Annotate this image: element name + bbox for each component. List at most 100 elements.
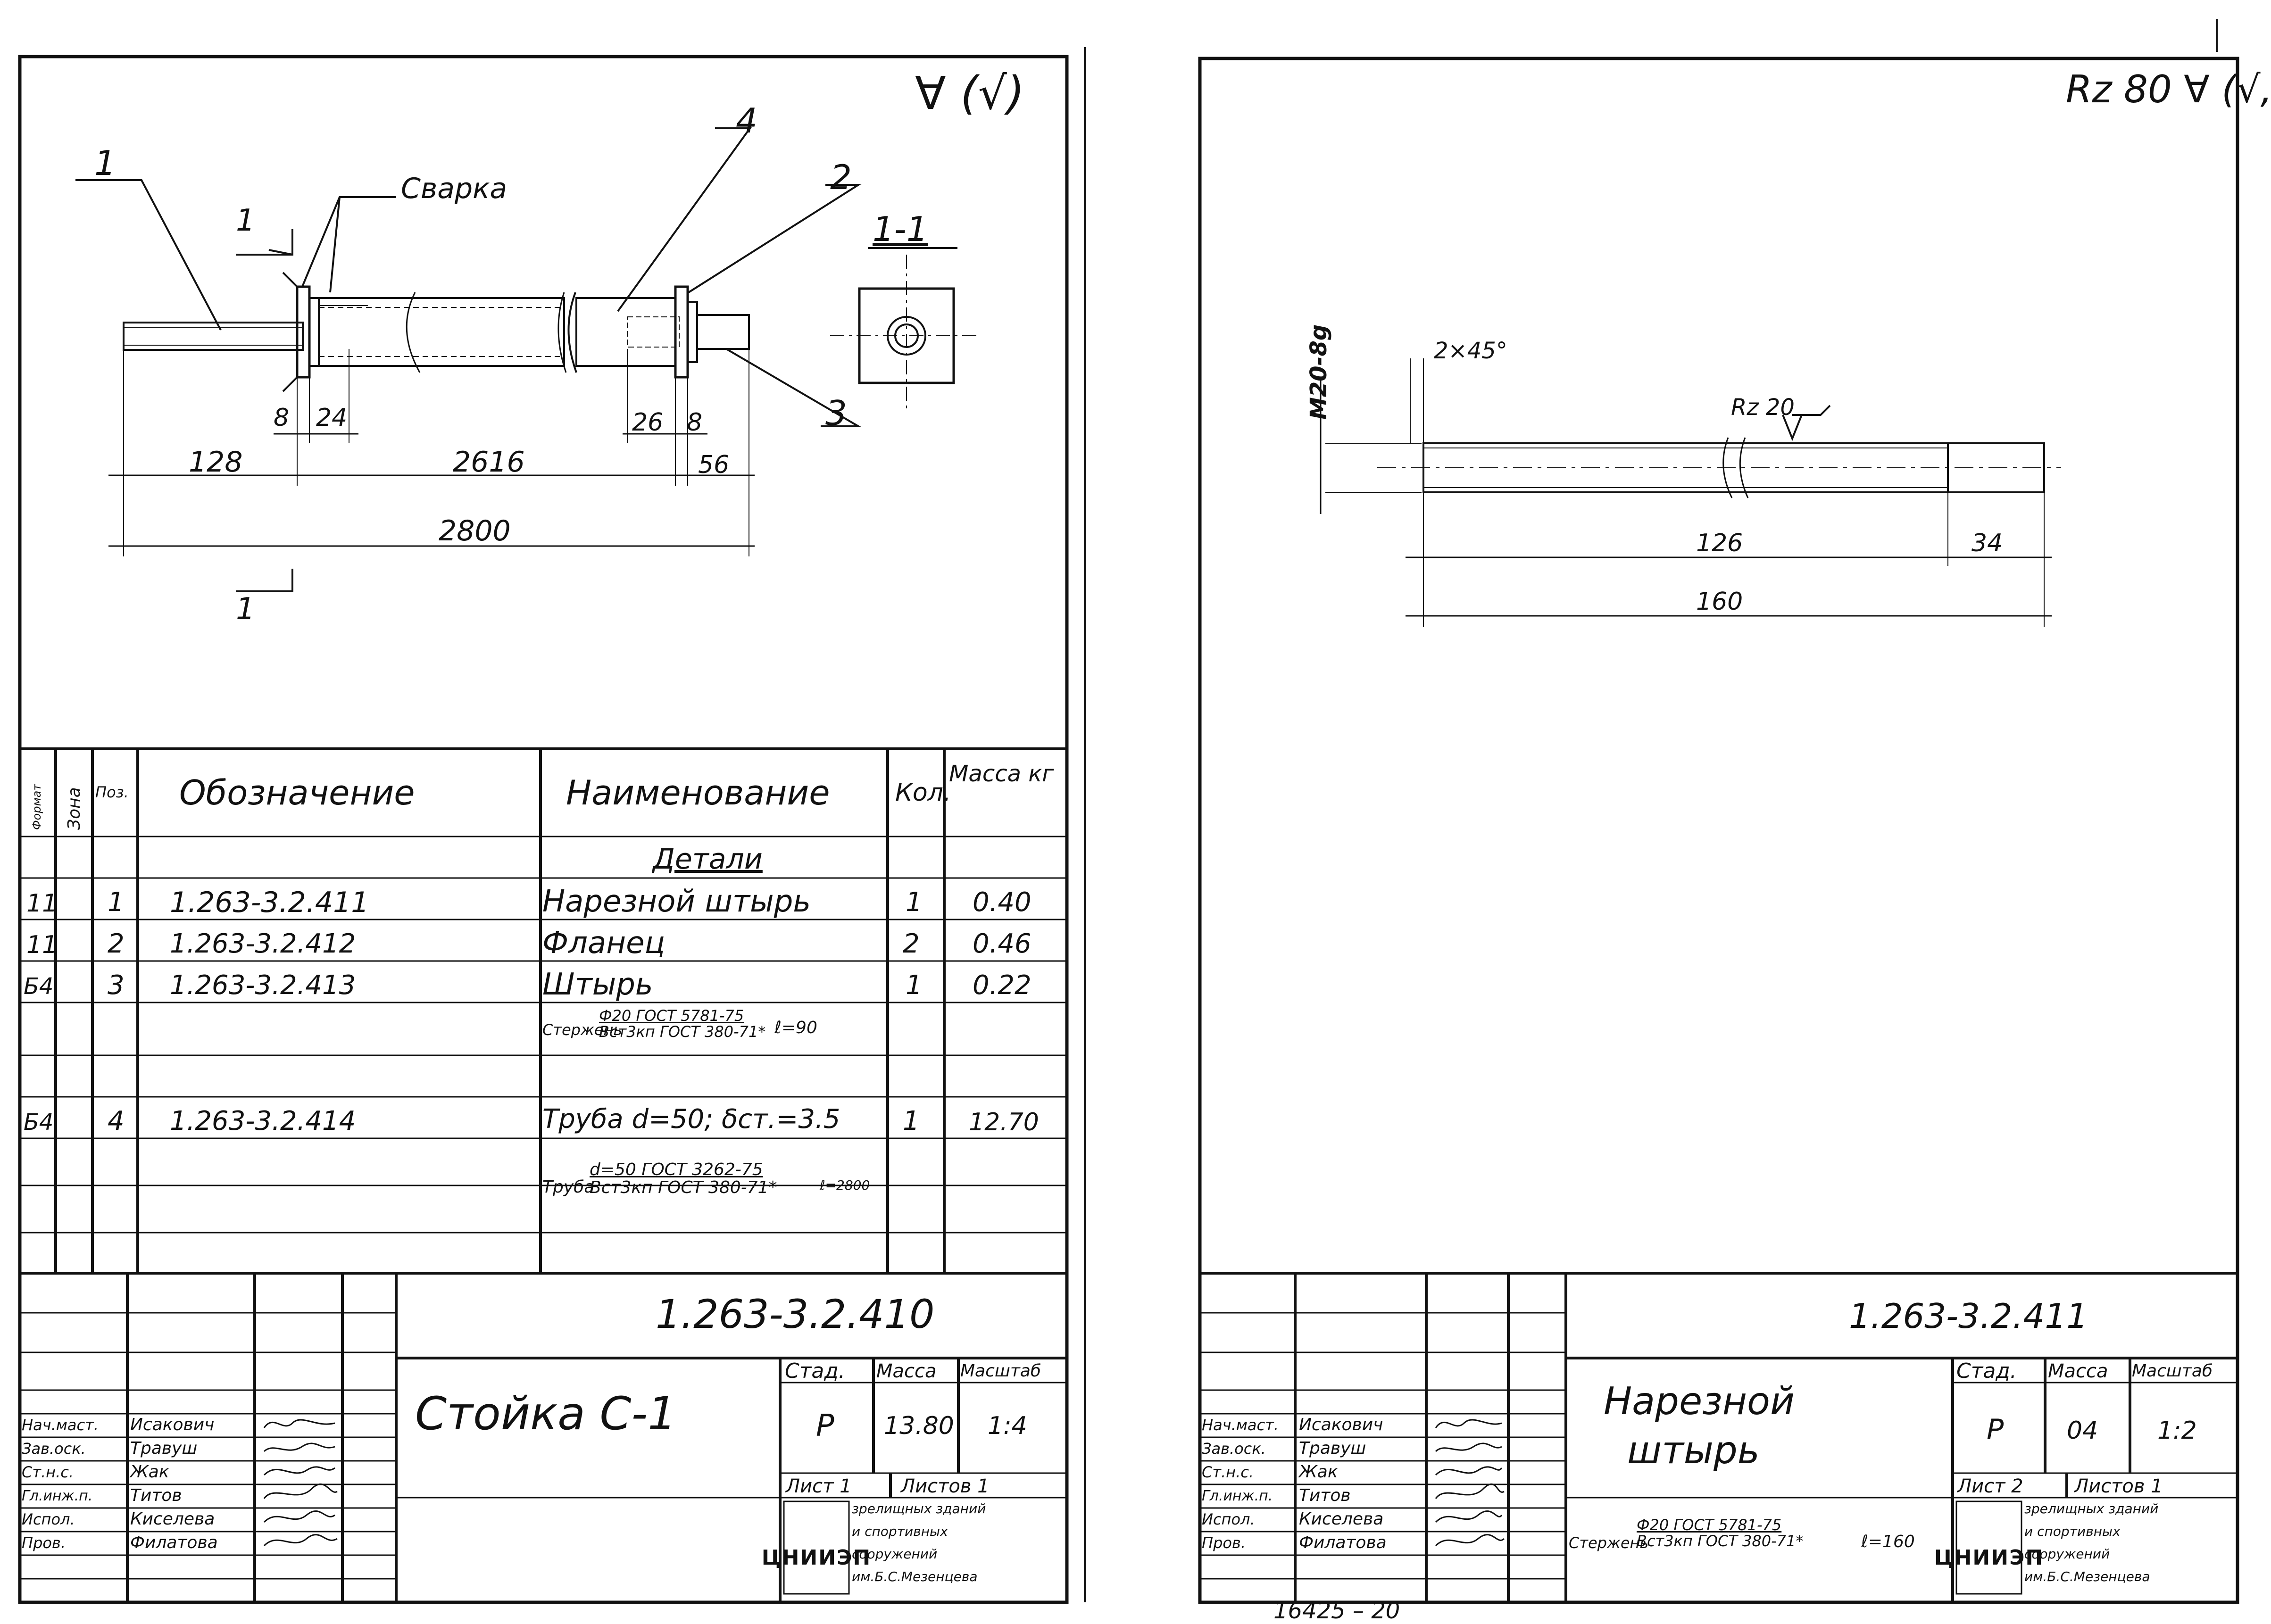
spec-mass: 0.40 — [973, 887, 1032, 918]
spec-qty: 1 — [906, 887, 923, 918]
mass-value: 04 — [2067, 1417, 2098, 1445]
sig-name: Травуш — [1299, 1439, 1366, 1458]
org-line-2: и спортивных — [852, 1524, 948, 1539]
sig-role: Гл.инж.п. — [1202, 1488, 1273, 1504]
sheet-number: Лист 2 — [1957, 1475, 2023, 1497]
spec-pos: 2 — [108, 928, 125, 959]
note-material: d=50 ГОСТ 3262-75 Вст3кп ГОСТ 380-71* — [590, 1161, 777, 1197]
dim-8a: 8 — [274, 404, 290, 432]
org-line-3: сооружений — [852, 1546, 938, 1562]
roughness-rz20: Rz 20 — [1731, 394, 1795, 421]
callout-1: 1 — [94, 143, 116, 183]
sig-role: Пров. — [22, 1534, 66, 1552]
dim-26: 26 — [632, 408, 664, 437]
sheet1-frame — [18, 55, 1069, 1604]
spec-mass: 0.22 — [973, 970, 1032, 1001]
sig-role: Зав.оск. — [1202, 1440, 1266, 1458]
dim-24: 24 — [316, 404, 348, 432]
spec-designation: 1.263-3.2.413 — [170, 970, 356, 1001]
header-designation: Обозначение — [179, 773, 415, 812]
spec-format: Б4 — [24, 973, 54, 1000]
dim-160: 160 — [1696, 588, 1743, 616]
sheet2-frame — [1198, 19, 2239, 1604]
scale-value: 1:4 — [988, 1412, 1027, 1440]
roughness-mark: ∀ (√) — [915, 67, 1025, 120]
sig-name: Исакович — [130, 1415, 215, 1434]
section-title: 1-1 — [873, 209, 928, 249]
spec-designation: 1.263-3.2.414 — [170, 1106, 356, 1136]
section-mark-top: 1 — [236, 203, 255, 238]
doc-code: 1.263-3.2.411 — [1849, 1296, 2088, 1336]
sheet2-title-grid — [1200, 1272, 2238, 1602]
stage-value: Р — [1987, 1413, 2004, 1446]
callout-3: 3 — [825, 393, 847, 433]
org-line-1: зрелищных зданий — [2024, 1501, 2159, 1516]
sheet1-title-grid — [20, 1272, 1067, 1602]
sheets-total: Листов 1 — [2074, 1475, 2163, 1497]
spec-pos: 3 — [108, 970, 125, 1001]
org-line-4: им.Б.С.Мезенцева — [2024, 1569, 2150, 1584]
mass-header: Масса — [876, 1360, 937, 1382]
sheet-number: Лист 1 — [786, 1475, 852, 1497]
note-material-top: Ф20 ГОСТ 5781-75 — [599, 1007, 744, 1025]
header-name: Наименование — [566, 773, 830, 812]
spec-format: Б4 — [24, 1109, 54, 1135]
header-format: Формат — [30, 784, 43, 830]
spec-designation: 1.263-3.2.411 — [170, 886, 369, 919]
sheets-total: Листов 1 — [901, 1475, 990, 1497]
spec-qty: 1 — [903, 1106, 920, 1136]
section-mark-bottom: 1 — [236, 592, 255, 627]
spec-name: Фланец — [542, 926, 665, 961]
scale-value: 1:2 — [2157, 1417, 2197, 1445]
spec-mass: 0.46 — [973, 928, 1032, 959]
sig-name: Исакович — [1299, 1415, 1383, 1434]
thread-label: М20-8g — [1306, 324, 1332, 420]
org-logo: ЦНИИЭП — [1934, 1546, 2044, 1570]
org-line-1: зрелищных зданий — [852, 1501, 986, 1516]
spec-name: Штырь — [542, 967, 653, 1002]
mass-header: Масса — [2048, 1360, 2108, 1382]
note-prefix: Труба — [542, 1177, 595, 1197]
sig-name: Филатова — [130, 1533, 218, 1552]
drawing-title-line2: штырь — [1627, 1428, 1760, 1472]
stage-header: Стад. — [1956, 1359, 2017, 1383]
spec-section-details: Детали — [653, 843, 763, 876]
note-material-bottom: Вст3кп ГОСТ 380-71* — [599, 1022, 766, 1041]
spec-mass: 12.70 — [969, 1108, 1039, 1136]
note-prefix: Стержень — [542, 1021, 623, 1039]
sig-role: Нач.маст. — [1202, 1416, 1279, 1434]
callout-4: 4 — [736, 101, 757, 141]
note-length: ℓ=2800 — [820, 1177, 870, 1193]
sig-name: Филатова — [1299, 1533, 1387, 1552]
note-material-bottom: Вст3кп ГОСТ 380-71* — [1637, 1532, 1804, 1550]
note-length: ℓ=160 — [1861, 1532, 1915, 1551]
spec-name: Труба d=50; δст.=3.5 — [542, 1104, 840, 1135]
note-material-top: Ф20 ГОСТ 5781-75 — [1637, 1516, 1782, 1534]
stage-header: Стад. — [785, 1359, 845, 1383]
dim-2800: 2800 — [439, 514, 511, 547]
sig-name: Жак — [130, 1462, 169, 1482]
sheet2-part-drawing — [1320, 358, 2061, 627]
note-material: Ф20 ГОСТ 5781-75 Вст3кп ГОСТ 380-71* — [599, 1008, 765, 1040]
chamfer-label: 2×45° — [1434, 338, 1507, 364]
spec-qty: 1 — [906, 970, 923, 1001]
spec-qty: 2 — [903, 928, 920, 959]
drawing-title-line1: Нарезной — [1604, 1379, 1795, 1423]
roughness-mark: Rz 80 ∀ (√, — [2066, 67, 2271, 111]
note-length: ℓ=90 — [774, 1018, 817, 1037]
spec-pos: 4 — [108, 1106, 125, 1136]
sig-name: Титов — [130, 1486, 182, 1505]
dim-126: 126 — [1696, 529, 1743, 557]
spec-pos: 1 — [108, 887, 125, 918]
mass-value: 13.80 — [884, 1412, 954, 1440]
spec-format: 11 — [26, 889, 58, 918]
header-qty: Кол. — [895, 779, 951, 807]
dim-8b: 8 — [687, 408, 703, 437]
sheet1-part-drawing — [75, 127, 981, 592]
spec-name: Нарезной штырь — [542, 884, 811, 919]
sig-name: Жак — [1299, 1462, 1338, 1482]
doc-code: 1.263-3.2.410 — [656, 1291, 935, 1337]
sig-role: Испол. — [22, 1510, 75, 1528]
sheet1-spec-grid — [20, 747, 1067, 1273]
